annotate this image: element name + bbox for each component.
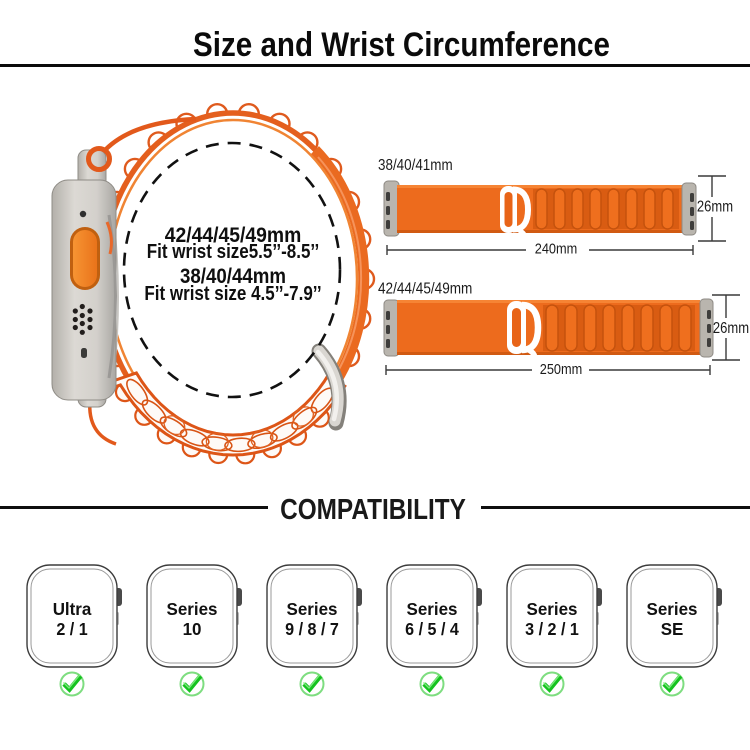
svg-text:Series: Series (647, 599, 698, 619)
svg-text:6 / 5 / 4: 6 / 5 / 4 (405, 619, 459, 639)
svg-text:250mm: 250mm (540, 360, 582, 377)
svg-text:10: 10 (183, 619, 202, 639)
svg-text:42/44/45/49mm: 42/44/45/49mm (378, 281, 472, 298)
svg-text:42/44/45/49mm: 42/44/45/49mm (165, 223, 302, 247)
svg-text:Ultra: Ultra (53, 599, 92, 619)
svg-text:Size and Wrist Circumference: Size and Wrist Circumference (193, 25, 610, 63)
svg-text:38/40/44mm: 38/40/44mm (180, 265, 286, 288)
svg-text:Fit wrist size 4.5’’-7.9’’: Fit wrist size 4.5’’-7.9’’ (144, 282, 321, 305)
svg-text:Series: Series (407, 599, 458, 619)
svg-text:Series: Series (287, 599, 338, 619)
svg-text:9 / 8 / 7: 9 / 8 / 7 (285, 619, 339, 639)
svg-text:3 / 2 / 1: 3 / 2 / 1 (525, 619, 579, 639)
svg-text:240mm: 240mm (535, 239, 577, 256)
svg-text:26mm: 26mm (713, 320, 749, 337)
svg-text:2 / 1: 2 / 1 (56, 619, 87, 639)
svg-text:Series: Series (167, 599, 218, 619)
svg-text:Series: Series (527, 599, 578, 619)
svg-text:COMPATIBILITY: COMPATIBILITY (280, 493, 466, 525)
svg-text:38/40/41mm: 38/40/41mm (378, 157, 453, 174)
svg-text:SE: SE (661, 619, 684, 639)
svg-text:Fit wrist size5.5’’-8.5’’: Fit wrist size5.5’’-8.5’’ (147, 240, 319, 263)
svg-text:26mm: 26mm (697, 199, 733, 216)
